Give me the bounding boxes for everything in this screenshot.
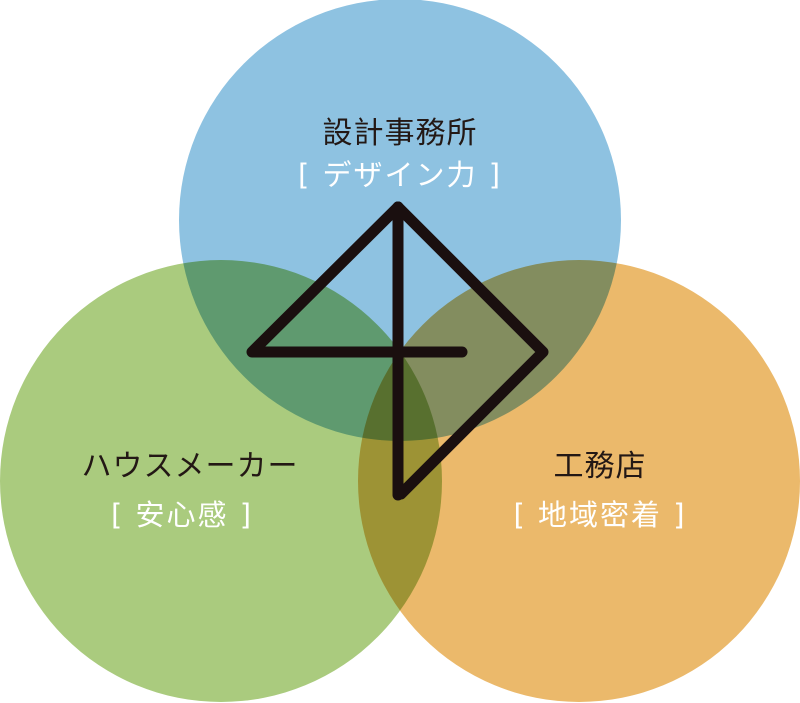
design-office-title: 設計事務所 (322, 116, 478, 151)
circle-house-maker (0, 260, 442, 702)
builder-title: 工務店 (553, 449, 647, 484)
circle-builder (358, 260, 800, 702)
design-office-subtitle: [ デザイン力 ] (297, 158, 503, 192)
house-maker-title: ハウスメーカー (81, 449, 299, 484)
center-logo-icon (246, 201, 549, 501)
house-maker-subtitle: [ 安心感 ] (110, 498, 254, 532)
builder-subtitle: [ 地域密着 ] (513, 498, 687, 532)
